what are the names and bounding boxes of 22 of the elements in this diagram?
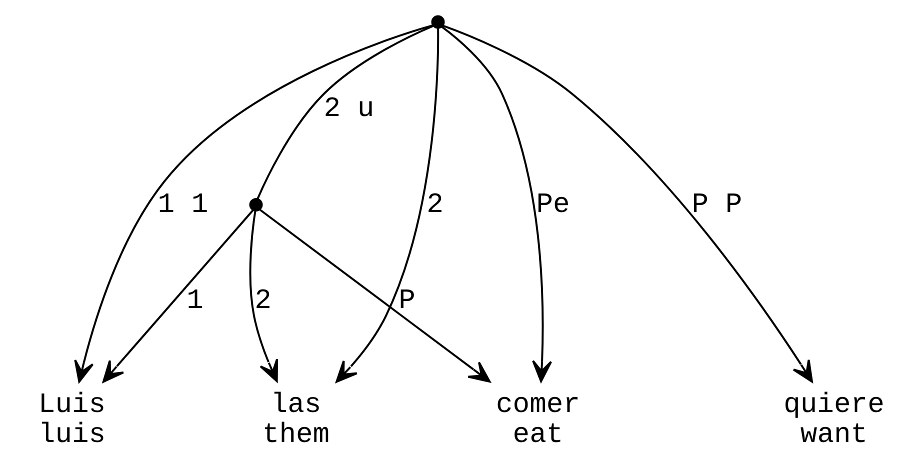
edge-label: 1 [186, 286, 203, 318]
arrow [258, 208, 490, 383]
edge-label: Pe [536, 190, 570, 222]
node-circle [430, 15, 444, 29]
arrow [440, 26, 552, 382]
edge-label: 2 [426, 190, 443, 222]
edge-label: 1 1 [157, 190, 208, 222]
edge-label: P [398, 286, 415, 318]
edge-label: 2 u [323, 94, 374, 126]
arrow [335, 28, 439, 383]
edge-label: P P [691, 190, 742, 222]
arrow [248, 210, 278, 382]
node-circle [248, 198, 262, 212]
node-text: comer eat [495, 390, 580, 452]
arrow [442, 24, 812, 383]
node-text: quiere want [783, 390, 884, 452]
node-text: Luis luis [38, 390, 106, 452]
edge-label: 2 [254, 286, 271, 318]
arrow [74, 24, 433, 383]
connector [256, 25, 434, 200]
node-text: las them [262, 390, 330, 452]
arrow [102, 210, 254, 383]
